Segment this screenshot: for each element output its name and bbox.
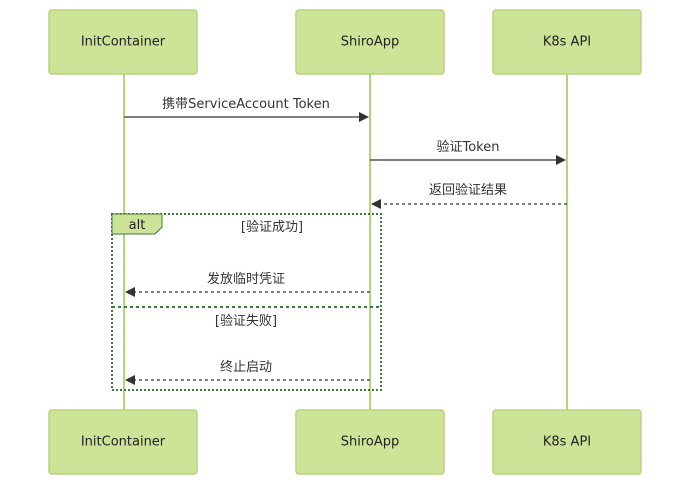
actor-shiroapp-bottom: ShiroApp xyxy=(295,409,445,475)
actor-k8s-api-bottom: K8s API xyxy=(492,409,642,475)
message-label: 发放临时凭证 xyxy=(207,271,285,287)
message-label: 携带ServiceAccount Token xyxy=(162,96,330,112)
actor-initcontainer-bottom: InitContainer xyxy=(48,409,198,475)
message-label: 验证Token xyxy=(437,139,500,155)
actor-shiroapp-top: ShiroApp xyxy=(295,9,445,75)
message-label: 终止启动 xyxy=(220,359,272,375)
alt-label: alt xyxy=(129,218,146,233)
actor-label: K8s API xyxy=(543,435,591,450)
alt-tag xyxy=(111,213,163,235)
actor-label: K8s API xyxy=(543,35,591,50)
actor-label: ShiroApp xyxy=(341,35,400,50)
actor-label: ShiroApp xyxy=(341,435,400,450)
actor-k8s-api-top: K8s API xyxy=(492,9,642,75)
alt-frame xyxy=(111,213,382,391)
message-label: 返回验证结果 xyxy=(429,182,507,198)
actor-label: InitContainer xyxy=(81,435,166,450)
actor-label: InitContainer xyxy=(81,35,166,50)
alt-condition: [验证成功] xyxy=(241,219,303,235)
alt-condition: [验证失败] xyxy=(215,313,277,329)
actor-initcontainer-top: InitContainer xyxy=(48,9,198,75)
